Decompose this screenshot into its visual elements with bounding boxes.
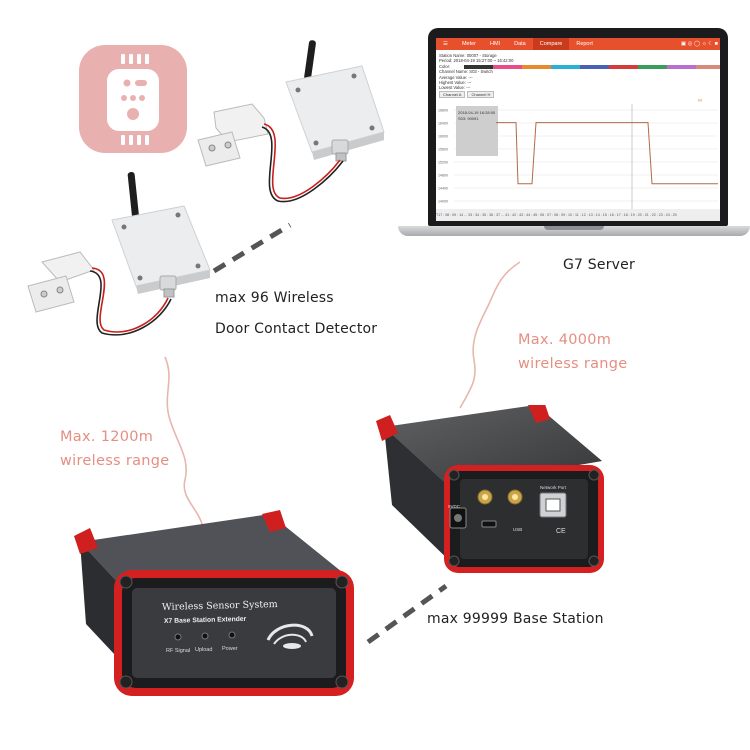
tab-report[interactable]: Report xyxy=(576,41,593,47)
field-label: Average Value: xyxy=(439,74,468,80)
toolbar-icons[interactable]: ▣ ◎ ◯ ☼ ☾ ■ xyxy=(680,41,718,47)
chart-area: 16800 16400 16000 15600 15200 14800 14400 14000… xyxy=(436,104,720,210)
field-value: S03 - Switch xyxy=(469,69,493,75)
door-sensor-lower xyxy=(27,172,211,336)
door-sensor-upper xyxy=(197,40,385,203)
extender-brand: Wireless Sensor System xyxy=(162,599,278,613)
y-tick-label: 16400 xyxy=(438,122,448,126)
field-label: Color: xyxy=(439,63,451,69)
color-swatch[interactable] xyxy=(609,64,639,69)
ce-mark: CE xyxy=(556,528,566,535)
detector-label-line2: Door Contact Detector xyxy=(215,321,378,337)
info-panel: Station Name: 00007 - Storage Period: 20… xyxy=(439,53,720,98)
wireless-path-4000 xyxy=(459,261,521,409)
y-tick-label: 16800 xyxy=(438,109,448,113)
app-toolbar: ☰ Meter HMI Data Compare Report ▣ ◎ ◯ ☼ … xyxy=(436,38,720,50)
field-value: --- xyxy=(466,85,471,91)
y-tick-label: 14000 xyxy=(438,200,448,204)
tab-hmi[interactable]: HMI xyxy=(490,41,501,47)
y-tick-label: 16000 xyxy=(438,135,448,139)
laptop-notch xyxy=(544,226,604,230)
power-led xyxy=(228,631,236,639)
tooltip-time: 2018-04-19 16:28:00 xyxy=(458,110,496,115)
range-1200-line2: wireless range xyxy=(60,453,170,469)
color-swatch[interactable] xyxy=(522,64,552,69)
range-4000-label: Max. 4000m wireless range xyxy=(518,328,627,376)
laptop-screen: ☰ Meter HMI Data Compare Report ▣ ◎ ◯ ☼ … xyxy=(436,38,720,221)
tooltip-value: S03: 90091 xyxy=(458,116,479,121)
base-station-label: max 99999 Base Station xyxy=(427,611,604,627)
color-swatch[interactable] xyxy=(493,64,523,69)
power-label: 9VDC xyxy=(448,504,461,509)
field-value: 2018-04-19 15:27:00 ~ 16:42:00 xyxy=(453,58,514,64)
range-4000-line1: Max. 4000m xyxy=(518,332,612,348)
field-value: --- xyxy=(468,74,473,80)
color-swatch[interactable] xyxy=(667,64,697,69)
network-port-label: Network Port xyxy=(540,485,567,490)
server-label: G7 Server xyxy=(563,257,635,273)
rf-signal-led xyxy=(174,633,182,641)
base-station-link xyxy=(366,583,448,645)
tab-compare[interactable]: Compare xyxy=(532,38,570,50)
field-label: Station Name: xyxy=(439,53,466,58)
led-label-power: Power xyxy=(222,646,238,652)
field-value: --- xyxy=(467,80,472,86)
color-swatch[interactable] xyxy=(696,64,720,69)
field-value: 00007 - Storage xyxy=(466,53,497,58)
base-station-extender: Wireless Sensor System X7 Base Station E… xyxy=(74,510,354,696)
color-palette[interactable] xyxy=(464,64,720,69)
color-swatch[interactable] xyxy=(551,64,581,69)
base-station-device: 9VDC USB Network Port CE xyxy=(376,405,604,573)
tab-data[interactable]: Data xyxy=(514,41,526,47)
led-label-rf: RF Signal xyxy=(166,648,190,654)
extender-model: X7 Base Station Extender xyxy=(164,616,247,625)
extender-logo-icon xyxy=(266,623,314,649)
field-label: Highest Value: xyxy=(439,80,466,86)
app-icon xyxy=(79,45,187,153)
y-tick-label: 15200 xyxy=(438,161,448,165)
tab-meter[interactable]: Meter xyxy=(461,41,476,47)
range-1200-line1: Max. 1200m xyxy=(60,429,154,445)
detector-label-line1: max 96 Wireless xyxy=(215,290,334,306)
y-tick-label: 15600 xyxy=(438,148,448,152)
field-label: Period: xyxy=(439,58,453,64)
upload-led xyxy=(201,632,209,640)
timeline[interactable]: T17 : 08 : 09 : 14 ... 33 : 34 : 35 : 36… xyxy=(436,209,720,221)
range-1200-label: Max. 1200m wireless range xyxy=(60,425,169,473)
chart-tooltip xyxy=(456,106,498,156)
channel-tab-h[interactable]: Channel H xyxy=(467,90,495,98)
series-line-s03 xyxy=(496,122,718,185)
field-label: Channel Name: xyxy=(439,69,469,75)
menu-icon[interactable]: ☰ xyxy=(443,41,448,47)
y-tick-label: 14400 xyxy=(438,187,448,191)
wireless-path-1200 xyxy=(164,356,204,529)
color-swatch[interactable] xyxy=(638,64,668,69)
laptop-base xyxy=(398,226,750,236)
color-swatch[interactable] xyxy=(464,64,494,69)
color-swatch[interactable] xyxy=(580,64,610,69)
refresh-icon[interactable]: ∞ xyxy=(698,98,703,104)
detector-link xyxy=(212,222,292,274)
field-label: Lowest Value: xyxy=(439,85,465,91)
range-4000-line2: wireless range xyxy=(518,356,628,372)
usb-label: USB xyxy=(513,527,522,532)
y-tick-label: 14800 xyxy=(438,174,448,178)
led-label-upload: Upload xyxy=(195,647,212,653)
channel-tab-a[interactable]: Channel A xyxy=(439,90,466,98)
